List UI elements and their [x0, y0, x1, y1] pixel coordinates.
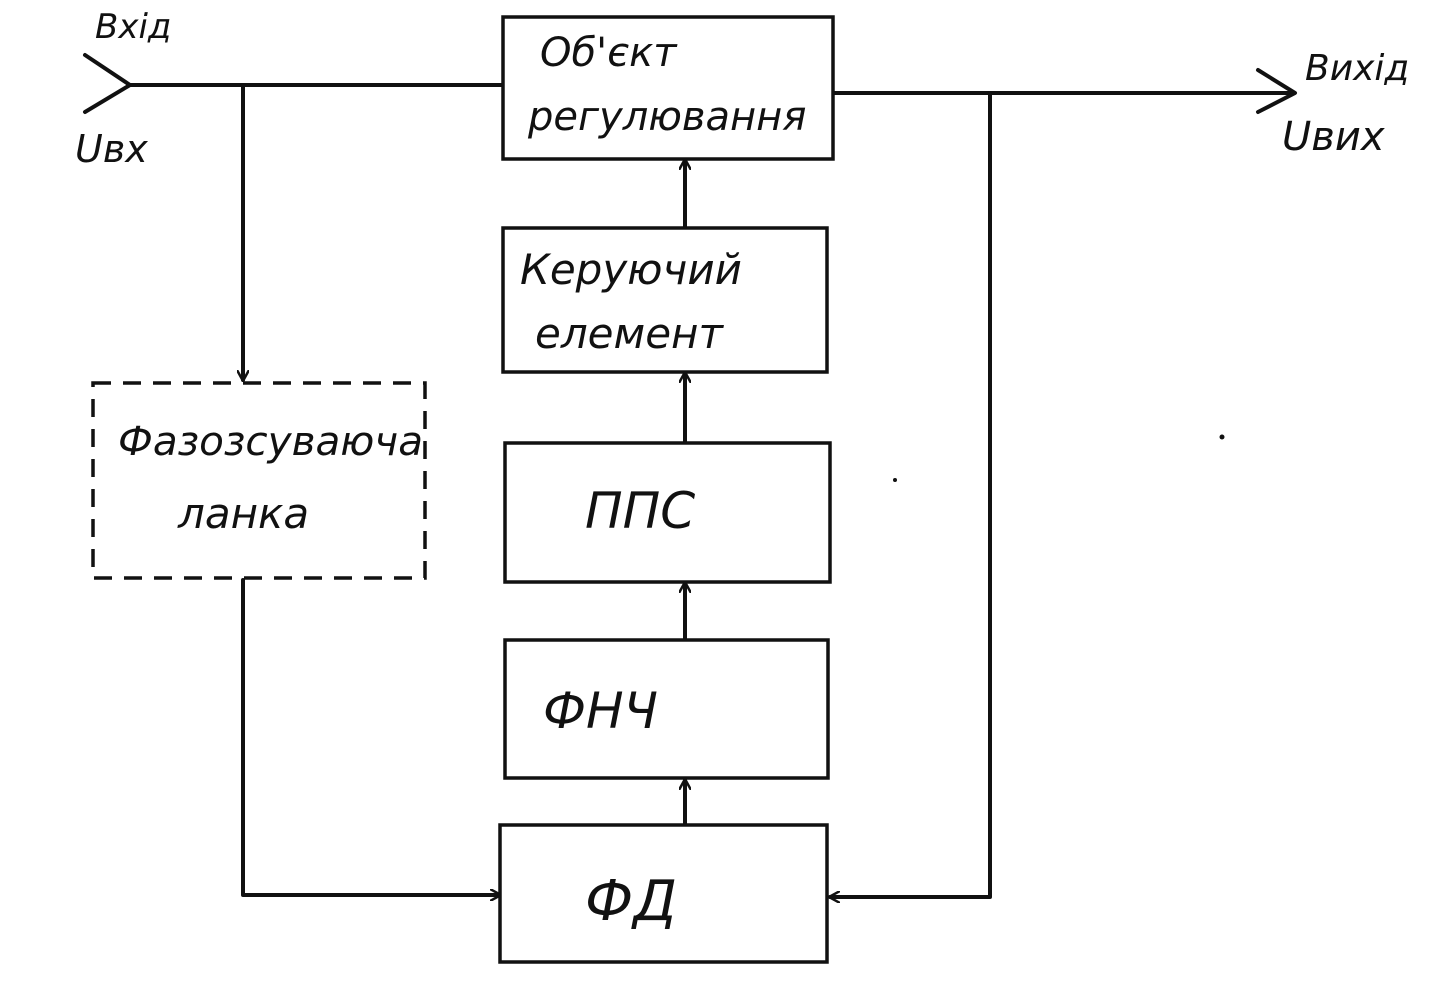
phase-shifter-block: Фазозсуваюча ланка — [91, 381, 427, 580]
feedback-line — [828, 91, 992, 897]
phase-shifter-label-line1: Фазозсуваюча — [118, 419, 423, 465]
plant-label-line1: Об'єкт — [540, 30, 678, 76]
plant-label-line2: регулювання — [527, 94, 806, 140]
pd-label: ФД — [585, 869, 677, 934]
control-element-block: Керуючий елемент — [501, 226, 829, 374]
pps-block: ППС — [503, 441, 832, 584]
scan-speck — [893, 478, 897, 482]
pps-label: ППС — [585, 482, 695, 540]
output-signal-label: Uвих — [1282, 114, 1385, 160]
output-arrow-icon — [1256, 68, 1297, 114]
control-label-line2: елемент — [535, 309, 725, 358]
lpf-block: ФНЧ — [503, 638, 830, 780]
input-signal-label: Uвх — [75, 127, 148, 171]
input-word-label: Вхід — [95, 7, 171, 47]
phase-shifter-label-line2: ланка — [177, 489, 309, 538]
input-arrow-icon — [83, 53, 132, 114]
output-word-label: Вихід — [1305, 48, 1409, 89]
pd-block: ФД — [498, 823, 829, 964]
scan-speck — [1219, 434, 1225, 440]
control-label-line1: Керуючий — [520, 245, 742, 294]
phase-shifter-to-pd — [241, 578, 502, 895]
plant-block: Об'єкт регулювання — [501, 15, 835, 161]
lpf-label: ФНЧ — [543, 682, 658, 740]
